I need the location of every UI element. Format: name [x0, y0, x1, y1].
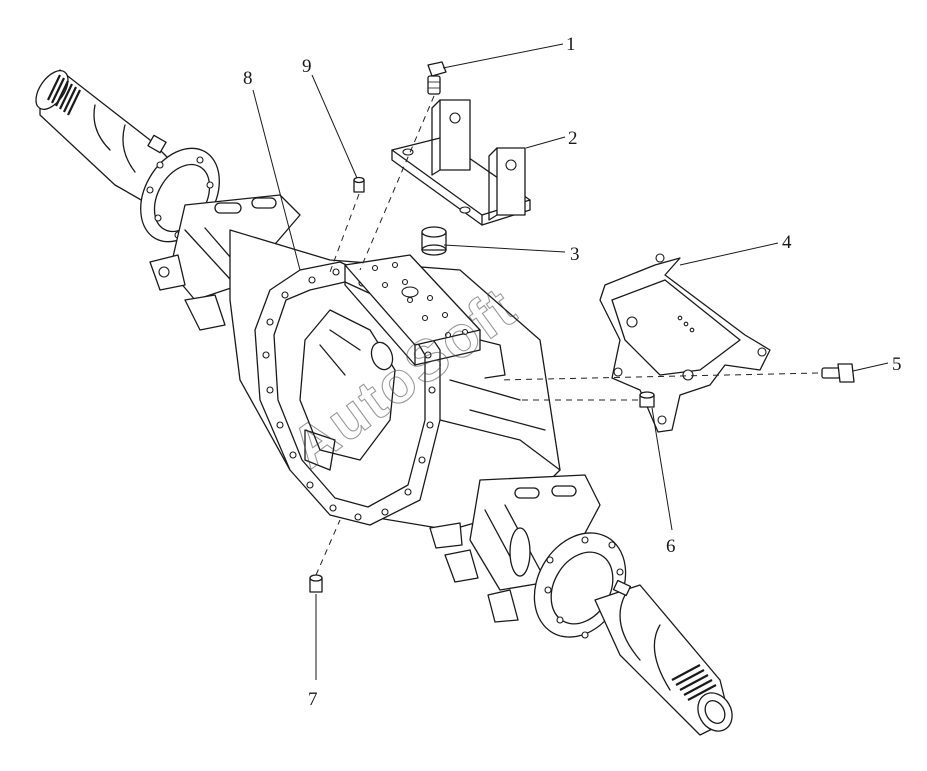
callout-4: 4	[782, 232, 792, 253]
part-4-cross-bracket	[599, 253, 771, 433]
part-7-plug	[309, 574, 323, 593]
callout-5: 5	[892, 354, 902, 375]
part-9-plug	[353, 176, 365, 193]
callout-9: 9	[302, 56, 312, 77]
part-5-bolt	[821, 363, 855, 383]
assembly-lines	[315, 95, 819, 576]
callout-labels: 1 2 3 4 5 6 7 8 9	[243, 34, 902, 710]
callout-8: 8	[243, 68, 253, 89]
right-spindle	[533, 532, 733, 736]
callout-2: 2	[568, 128, 578, 149]
part-1-bolt	[427, 61, 447, 95]
part-2-bracket	[391, 99, 531, 226]
callout-7: 7	[308, 689, 318, 710]
leader-lines	[252, 43, 889, 680]
axle-housing	[149, 194, 601, 623]
callout-6: 6	[666, 536, 676, 557]
callout-1: 1	[566, 34, 576, 55]
callout-3: 3	[570, 244, 580, 265]
part-3-bushing	[421, 226, 447, 256]
part-6-nut	[639, 391, 655, 408]
